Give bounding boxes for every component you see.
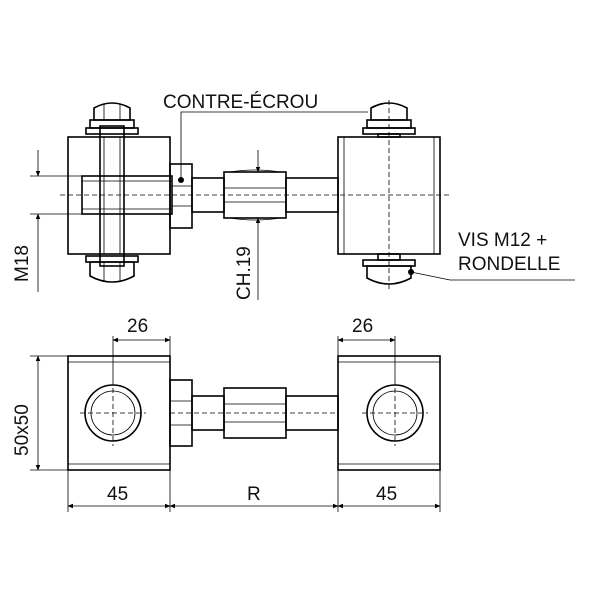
bottom-view [30, 336, 441, 512]
dim-26-right-label: 26 [352, 316, 373, 337]
contre-ecrou-label: CONTRE-ÉCROU [163, 92, 318, 113]
right-bottom-bolt-head [362, 253, 416, 285]
top-view [30, 100, 575, 300]
right-block-plan [337, 355, 441, 471]
right-top-bolt-head [362, 102, 416, 138]
dim-50x50 [30, 355, 68, 471]
vis-label-line2: RONDELLE [458, 254, 560, 275]
dim-26-left [112, 336, 171, 380]
dim-r-label: R [247, 484, 261, 505]
left-bolt-shank [99, 125, 125, 267]
vis-label-line1: VIS M12 + [458, 230, 547, 251]
screw-leader [410, 271, 575, 281]
left-top-bolt-head [85, 102, 139, 135]
left-block-section [67, 136, 171, 255]
left-bottom-nut [85, 255, 139, 283]
dim-26-right [337, 336, 396, 380]
m18-dimension [30, 150, 82, 292]
ch19-label: CH.19 [234, 246, 255, 300]
dim-45-right-label: 45 [376, 484, 397, 505]
dim-45-left-label: 45 [107, 484, 128, 505]
dim-26-left-label: 26 [127, 316, 148, 337]
dim-50x50-label: 50x50 [12, 404, 33, 456]
dim-bottom-chain [67, 446, 441, 512]
m18-label: M18 [12, 245, 33, 282]
coupler-hex [223, 169, 287, 221]
lock-nut-leader [180, 111, 368, 180]
